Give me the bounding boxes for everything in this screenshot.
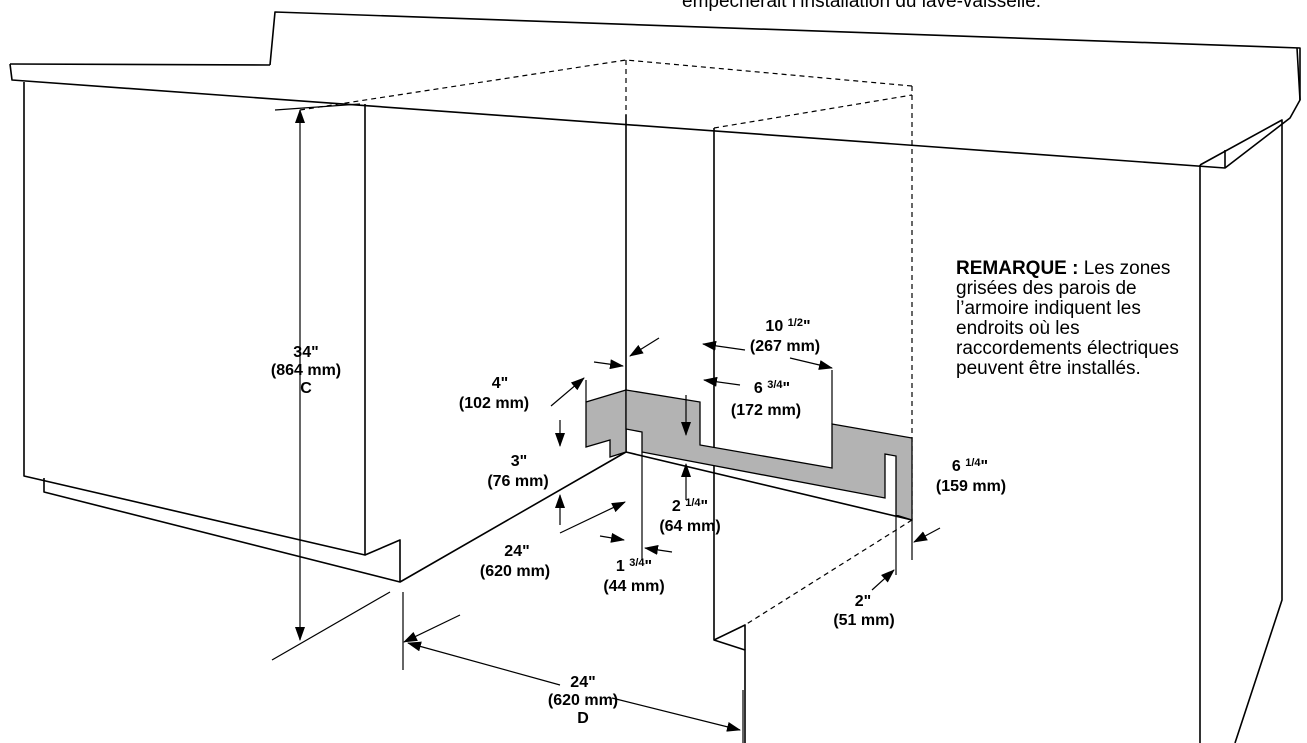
dim-1-3-4-arrow-b	[644, 544, 673, 555]
depth-left-mm: (620 mm)	[480, 563, 550, 580]
dim-6-3-4-unit: "	[783, 380, 791, 397]
dim-10-1-2-arrow-b	[789, 357, 833, 370]
dim-10-1-2-whole: 10	[765, 318, 787, 335]
dim-6-1-4-frac: 1/4	[965, 457, 981, 469]
dimension-lines	[271, 103, 941, 743]
dim-10-1-2-unit: "	[803, 318, 811, 335]
depth-d-in: 24"	[570, 674, 595, 691]
dim-2-1-4-in: 2 1/4"	[672, 497, 708, 515]
dim-1-3-4-arrow-a	[599, 532, 625, 543]
backsplash	[269, 11, 1301, 100]
dim-4-arrow-a	[593, 359, 624, 370]
dim-6-3-4-frac: 3/4	[767, 379, 783, 391]
depth-d-mm: (620 mm)	[548, 692, 618, 709]
dim-1-3-4-whole: 1	[616, 558, 629, 575]
right-cabinet-toe	[713, 624, 746, 650]
dim-2-arrow-b	[871, 569, 895, 591]
countertop-front	[9, 47, 1301, 169]
depth-left-in: 24"	[504, 543, 529, 560]
dim-2-1-4-mm: (64 mm)	[659, 518, 720, 535]
remark-note: REMARQUE : Les zones grisées des parois …	[956, 259, 1196, 379]
dim-6-3-4-whole: 6	[754, 380, 767, 397]
dim-6-3-4-arrow	[703, 376, 741, 387]
dim-2-1-4-whole: 2	[672, 498, 685, 515]
dim-2-1-4-frac: 1/4	[685, 497, 701, 509]
remark-text: Les zones grisées des parois de l’armoir…	[956, 258, 1179, 379]
dim-6-1-4-whole: 6	[952, 458, 965, 475]
depth-d-letter: D	[577, 710, 589, 727]
depth-d-arrow-b	[611, 697, 741, 732]
right-cabinet-far-side	[1199, 119, 1283, 743]
dim-3-in: 3"	[511, 453, 527, 470]
dim-4-mm: (102 mm)	[459, 395, 529, 412]
dim-1-3-4-frac: 3/4	[629, 557, 645, 569]
left-wall-shaded-zone	[585, 389, 627, 458]
dim-6-1-4-unit: "	[981, 458, 989, 475]
dim-10-1-2-arrow-a	[702, 340, 746, 351]
dim-2-mm: (51 mm)	[833, 612, 894, 629]
dimension-labels: 34" (864 mm) C 4" (102 mm) 3" (76 mm) 24…	[271, 317, 1006, 727]
dim-1-3-4-mm: (44 mm)	[603, 578, 664, 595]
countertop-back-edge	[9, 63, 271, 66]
dim-4-in: 4"	[492, 375, 508, 392]
height-c-in: 34"	[293, 344, 318, 361]
dim-2-arrow-a	[913, 527, 941, 543]
dim-6-1-4-mm: (159 mm)	[936, 478, 1006, 495]
dim-2-1-4-unit: "	[701, 498, 709, 515]
hidden-floor-right	[744, 519, 913, 626]
depth-left-arrow-2	[559, 501, 626, 534]
hidden-lines	[299, 59, 913, 626]
dim-1-3-4-in: 1 3/4"	[616, 557, 652, 575]
remark-label: REMARQUE :	[956, 258, 1079, 279]
hidden-right-top	[713, 94, 913, 129]
height-c-letter: C	[300, 380, 312, 397]
height-extension-top	[274, 103, 361, 111]
dim-4-arrow-b	[629, 337, 660, 357]
hidden-back-top	[299, 59, 913, 111]
right-cabinet-front-edge	[713, 128, 746, 743]
dim-10-1-2-mm: (267 mm)	[750, 338, 820, 355]
dim-2-in: 2"	[855, 593, 871, 610]
dim-6-3-4-mm: (172 mm)	[731, 402, 801, 419]
top-note: empêcherait l’installation du lave-vaiss…	[682, 0, 1042, 12]
dim-3-mm: (76 mm)	[487, 473, 548, 490]
height-extension-bottom	[271, 591, 391, 661]
dim-6-3-4-in: 6 3/4"	[754, 379, 790, 397]
height-c-mm: (864 mm)	[271, 362, 341, 379]
dim-4-leader	[550, 377, 585, 407]
depth-left-arrow	[403, 614, 461, 643]
dim-10-1-2-frac: 1/2	[788, 317, 803, 329]
left-cabinet	[23, 82, 366, 556]
dim-1-3-4-unit: "	[645, 558, 653, 575]
dim-10-1-2-in: 10 1/2"	[765, 317, 810, 335]
depth-d-arrow-a	[407, 641, 561, 686]
dim-6-1-4-in: 6 1/4"	[952, 457, 988, 475]
